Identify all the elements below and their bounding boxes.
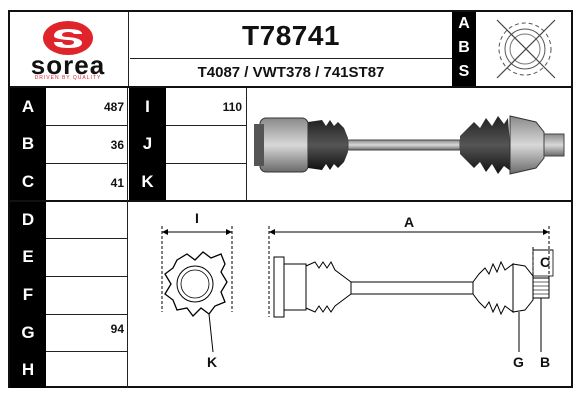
diagram-label-i: I bbox=[195, 210, 199, 226]
abs-ring-crossed-icon bbox=[496, 19, 556, 79]
spec-label-g: G bbox=[10, 314, 46, 351]
diagram-label-a: A bbox=[404, 214, 415, 230]
technical-diagram bbox=[129, 202, 572, 388]
outer-frame bbox=[8, 10, 573, 388]
spec-value-i: 110 bbox=[222, 100, 242, 114]
sorea-logo-icon bbox=[43, 21, 93, 55]
spec-value-c: 41 bbox=[110, 176, 124, 190]
product-photo bbox=[248, 88, 572, 200]
abs-ring-box bbox=[477, 12, 571, 86]
spec-label-i: I bbox=[129, 88, 166, 125]
part-number: T78741 bbox=[242, 20, 340, 51]
spec-label-e: E bbox=[10, 238, 46, 276]
spec-label-f: F bbox=[10, 276, 46, 314]
cross-references: T4087 / VWT378 / 741ST87 bbox=[197, 64, 385, 81]
spec-label-h: H bbox=[10, 351, 46, 388]
dimension-diagram-icon bbox=[161, 226, 554, 353]
brand-logo: sorea DRIVEN BY QUALITY bbox=[10, 12, 126, 84]
abs-letter-b: B bbox=[453, 36, 475, 60]
diagram-label-g: G bbox=[513, 354, 524, 370]
spec-label-a: A bbox=[10, 88, 46, 125]
spec-value-b: 36 bbox=[110, 138, 124, 152]
drive-shaft-photo-icon bbox=[254, 115, 565, 175]
spec-value-g: 94 bbox=[110, 322, 124, 336]
spec-label-k: K bbox=[129, 163, 166, 200]
abs-letter-a: A bbox=[453, 12, 475, 36]
spec-label-b: B bbox=[10, 125, 46, 163]
diagram-label-k: K bbox=[207, 354, 218, 370]
spec-label-d: D bbox=[10, 201, 46, 238]
abs-letter-s: S bbox=[453, 60, 475, 84]
spec-value-a: 487 bbox=[103, 100, 124, 114]
diagram-label-b: B bbox=[540, 354, 551, 370]
diagram-label-c: C bbox=[540, 254, 551, 270]
spec-label-c: C bbox=[10, 163, 46, 201]
brand-name: sorea bbox=[30, 50, 106, 80]
brand-tagline: DRIVEN BY QUALITY bbox=[34, 75, 102, 81]
spec-label-j: J bbox=[129, 125, 166, 163]
